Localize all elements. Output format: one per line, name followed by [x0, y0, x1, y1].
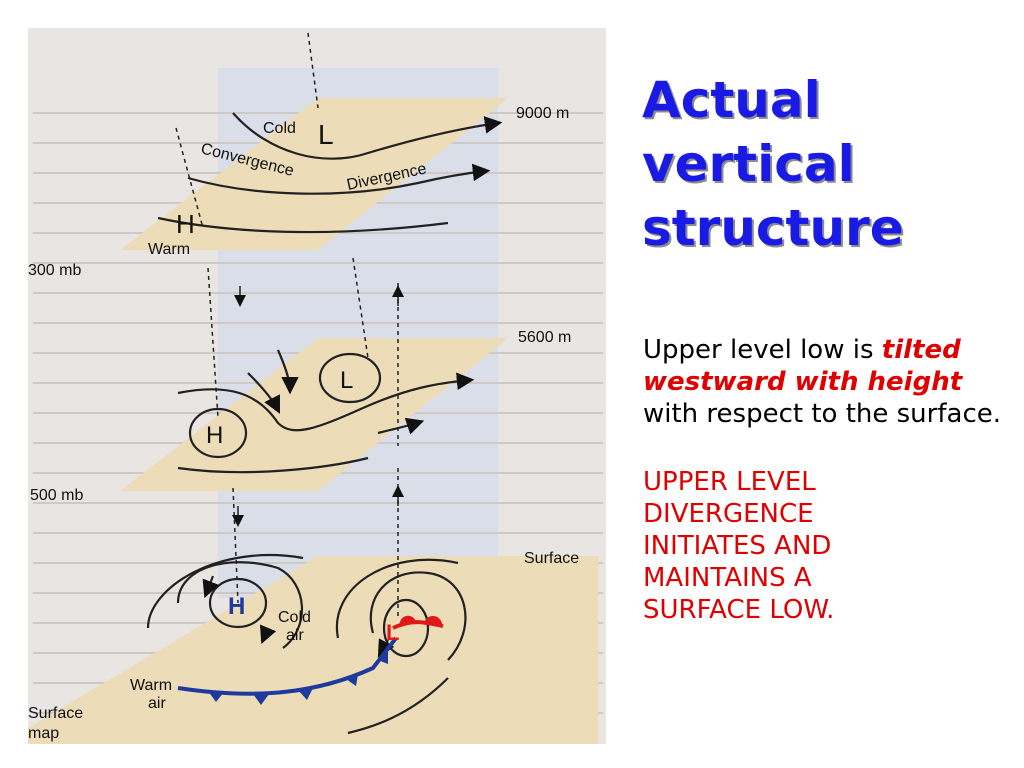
- label-9000m: 9000 m: [516, 105, 569, 122]
- title-line-3: structure: [642, 199, 904, 257]
- label-surface-map-2: map: [28, 725, 59, 742]
- caps-line-5: SURFACE LOW.: [643, 595, 835, 625]
- mid-high-label: H: [206, 422, 223, 449]
- top-high-label: H: [176, 209, 195, 239]
- surface-warm-air-2: air: [148, 695, 166, 712]
- surface-low-label: L: [386, 620, 399, 645]
- top-warm-label: Warm: [148, 241, 190, 258]
- title-line-2: vertical: [642, 135, 855, 193]
- surface-cold-air-2: air: [286, 627, 304, 644]
- label-surface-map-1: Surface: [28, 705, 83, 722]
- surface-streamlines: [146, 553, 467, 735]
- slide-body: Upper level low is tilted westward with …: [643, 334, 1013, 626]
- figure-canvas: 9000 m 300 mb 5600 m 500 mb Surface Surf…: [28, 28, 606, 744]
- label-500mb: 500 mb: [30, 487, 83, 504]
- surface-warm-air-1: Warm: [130, 677, 172, 694]
- warm-front: [392, 615, 444, 630]
- caps-statement: UPPER LEVEL DIVERGENCE INITIATES AND MAI…: [643, 466, 1013, 626]
- label-300mb: 300 mb: [28, 262, 81, 279]
- caps-line-4: MAINTAINS A: [643, 563, 812, 593]
- body-text-2: with respect to the surface.: [643, 399, 1001, 429]
- plane-300mb: [120, 98, 508, 250]
- label-5600m: 5600 m: [518, 329, 571, 346]
- vertical-arrows: [232, 285, 404, 527]
- caps-line-1: UPPER LEVEL: [643, 467, 816, 497]
- cold-front: [177, 636, 398, 705]
- surface-cold-air-1: Cold: [278, 609, 311, 626]
- weather-structure-figure: 9000 m 300 mb 5600 m 500 mb Surface Surf…: [28, 28, 606, 744]
- slide-title: Actual vertical structure: [642, 68, 1012, 260]
- middle-streamlines: [177, 349, 475, 474]
- upper-streamlines: [157, 112, 503, 234]
- label-surface: Surface: [524, 550, 579, 567]
- caps-line-2: DIVERGENCE: [643, 499, 814, 529]
- body-text-1: Upper level low is: [643, 335, 874, 365]
- top-low-label: L: [318, 119, 334, 150]
- plane-surface: [28, 556, 598, 744]
- top-cold-label: Cold: [263, 120, 296, 137]
- body-paragraph: Upper level low is tilted westward with …: [643, 334, 1013, 430]
- mid-low-label: L: [340, 367, 353, 394]
- surface-high-label: H: [228, 593, 245, 620]
- plane-500mb: [120, 338, 508, 491]
- title-line-1: Actual: [642, 71, 821, 129]
- caps-line-3: INITIATES AND: [643, 531, 832, 561]
- body-emphasis: tilted westward with height: [643, 335, 963, 397]
